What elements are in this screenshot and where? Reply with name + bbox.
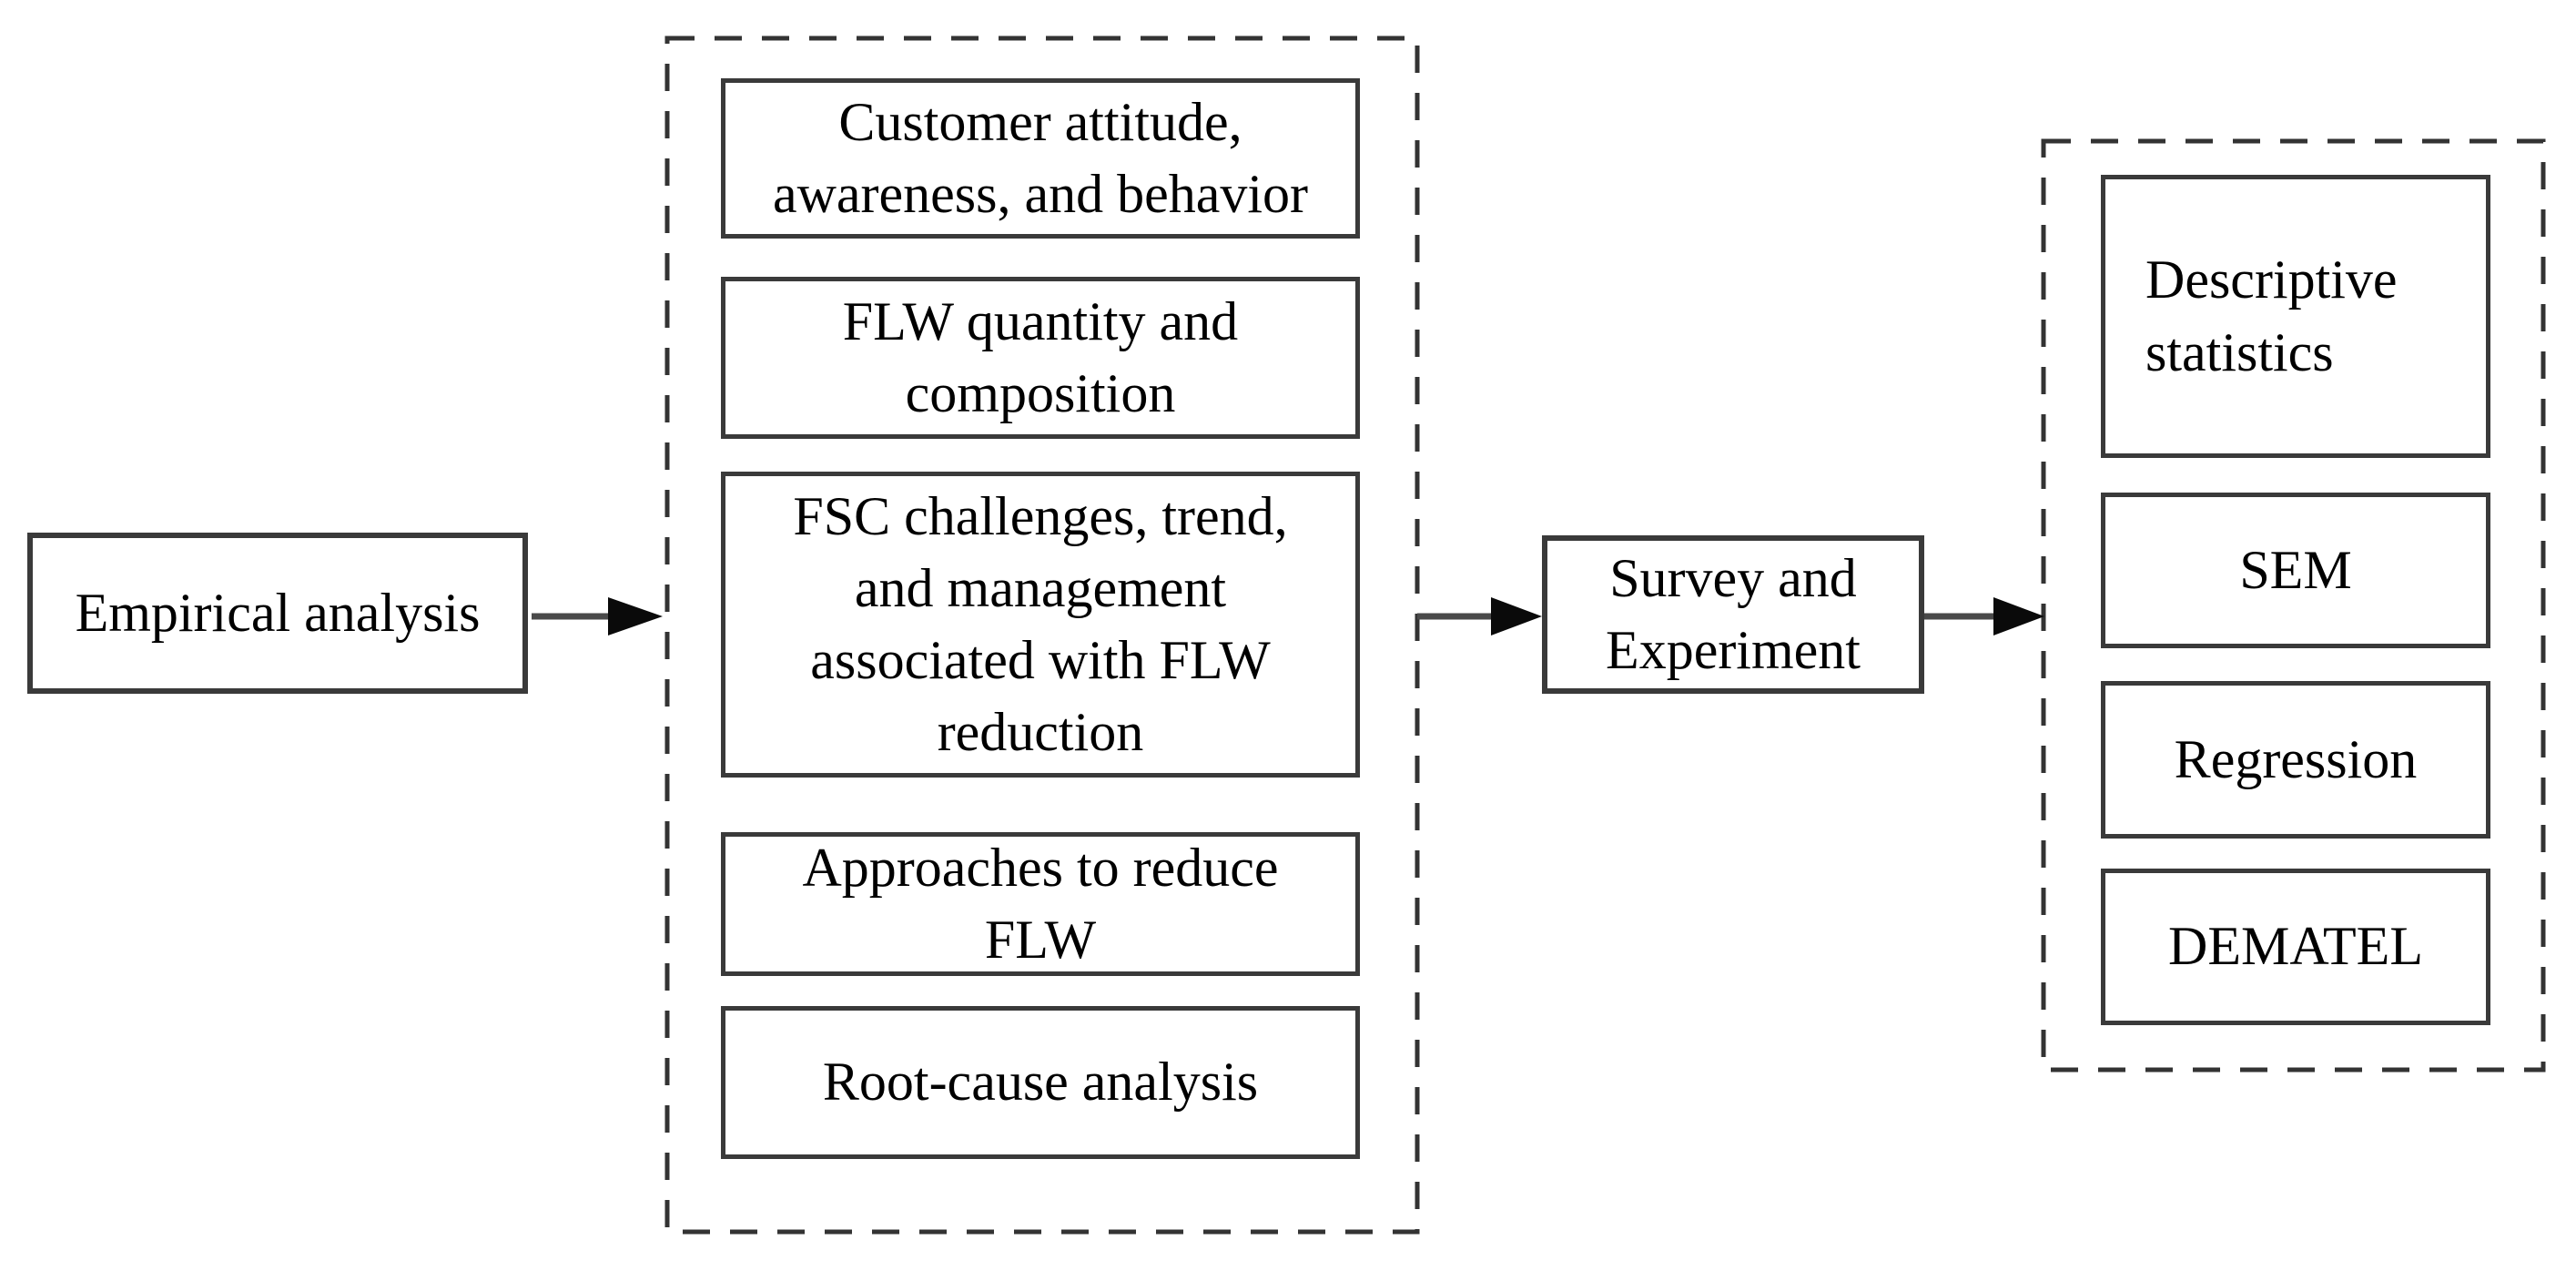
empirical-analysis-box: Empirical analysis: [27, 533, 528, 694]
topic-box-customer-attitude: Customer attitude, awareness, and behavi…: [721, 78, 1360, 239]
flow-arrow: [532, 597, 663, 635]
method-box-regression: Regression: [2101, 681, 2490, 839]
topics-group-outline: [664, 36, 1420, 1235]
methods-group-outline: [2041, 138, 2546, 1073]
arrow-head-icon: [1491, 597, 1542, 635]
method-box-descriptive-statistics: Descriptive statistics: [2101, 175, 2490, 458]
method-label: SEM: [2239, 539, 2352, 600]
method-box-sem: SEM: [2101, 493, 2490, 648]
arrow-head-icon: [608, 597, 663, 635]
arrow-head-icon: [1993, 597, 2044, 635]
method-label: DEMATEL: [2168, 916, 2423, 977]
topic-box-flw-quantity: FLW quantity and composition: [721, 277, 1360, 439]
topic-label: FLW quantity and composition: [842, 290, 1239, 423]
method-label: Regression: [2174, 728, 2418, 789]
topic-label: Approaches to reduce FLW: [802, 837, 1279, 970]
topic-box-approaches: Approaches to reduce FLW: [721, 832, 1360, 976]
topic-label: FSC challenges, trend, and management as…: [793, 485, 1288, 763]
topic-box-fsc-challenges: FSC challenges, trend, and management as…: [721, 472, 1360, 778]
survey-experiment-label: Survey and Experiment: [1606, 547, 1861, 680]
flow-arrow: [1417, 597, 1542, 635]
method-box-dematel: DEMATEL: [2101, 869, 2490, 1025]
topic-label: Customer attitude, awareness, and behavi…: [772, 91, 1309, 224]
topic-label: Root-cause analysis: [822, 1052, 1259, 1113]
survey-experiment-box: Survey and Experiment: [1542, 535, 1924, 694]
method-label: Descriptive statistics: [2145, 249, 2398, 382]
flow-arrow: [1924, 597, 2044, 635]
topic-box-root-cause: Root-cause analysis: [721, 1006, 1360, 1159]
empirical-analysis-label: Empirical analysis: [75, 582, 481, 643]
